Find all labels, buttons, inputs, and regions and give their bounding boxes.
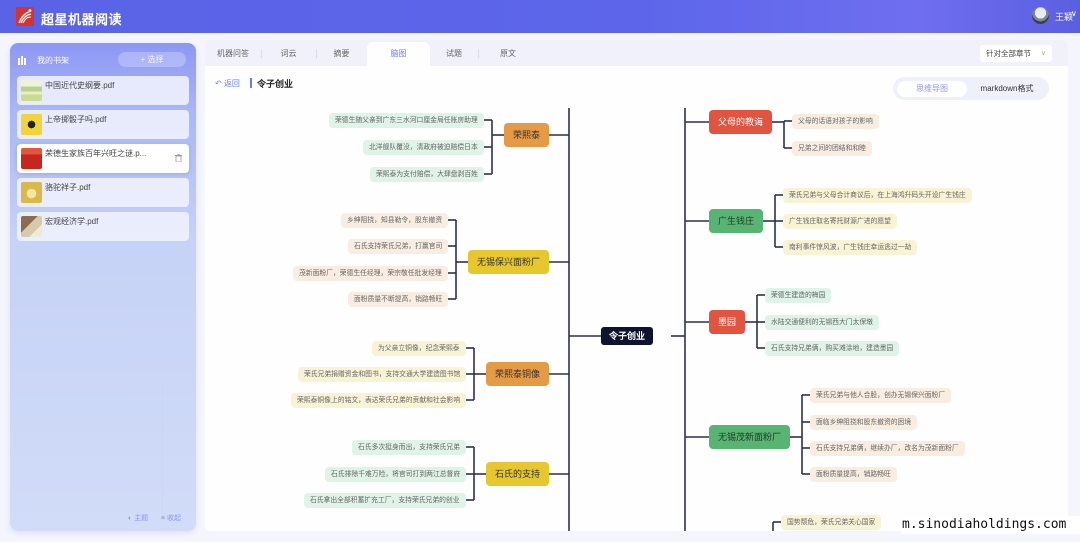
back-arrow-icon: ↶	[215, 79, 222, 88]
branch-node[interactable]: 荣熙泰铜像	[486, 362, 550, 386]
top-bar: 超星机器阅读 王颖 ∨	[0, 0, 1080, 33]
leaf-node[interactable]: 荣氏兄弟与他人合股，创办无锡保兴面粉厂	[810, 387, 952, 403]
leaf-node[interactable]: 水陆交通便利的无锡西大门太保墩	[765, 314, 879, 330]
book-name: 上帝掷骰子吗.pdf	[45, 115, 107, 124]
page-title: 令子创业	[257, 79, 294, 89]
tab-mindmap[interactable]: 脑图	[367, 42, 430, 66]
leaf-node[interactable]: 荣熙泰为支付赔偿，大肆盘剥百姓	[370, 166, 484, 182]
book-cover	[21, 80, 42, 101]
bookshelf-icon	[18, 56, 26, 65]
book-item[interactable]: 骆驼祥子.pdf	[17, 178, 189, 207]
select-button[interactable]: + 选择	[118, 52, 186, 67]
tab-quiz[interactable]: 试题	[446, 49, 462, 58]
book-item[interactable]: 上帝掷骰子吗.pdf	[17, 110, 189, 139]
leaf-node[interactable]: 荣德生建造的梅园	[765, 287, 832, 303]
chevron-down-icon: ∨	[1040, 50, 1046, 57]
app-logo-icon	[16, 7, 34, 26]
view-option-markdown[interactable]: markdown格式	[980, 84, 1034, 93]
tab-wordcloud[interactable]: 词云	[280, 49, 297, 58]
mindmap-canvas[interactable]: 令子创业 荣熙泰 荣德生随父亲到广东三水河口厘金局任账房助理北洋舰队覆没，清政府被迫…	[205, 100, 1068, 531]
leaf-node[interactable]: 乡绅阻挠，知县勒令，股东撤资	[341, 212, 449, 228]
leaf-node[interactable]: 面粉质量提高，销路畅旺	[810, 466, 897, 482]
leaf-node[interactable]: 兄弟之间的团结和和睦	[792, 140, 872, 156]
book-cover	[21, 114, 42, 135]
bookshelf-heading: 我的书架	[37, 56, 69, 65]
tab-separator	[261, 49, 262, 58]
book-cover	[21, 148, 42, 169]
branch-node[interactable]: 荣熙泰	[504, 123, 550, 147]
book-item[interactable]: 中国近代史纲要.pdf	[17, 76, 189, 105]
mindmap-connectors	[448, 108, 810, 531]
theme-label: 主题	[134, 515, 149, 522]
leaf-node[interactable]: 石氏拿出全部积蓄扩充工厂，支持荣氏兄弟的创业	[304, 492, 466, 508]
leaf-node[interactable]: 荣德生随父亲到广东三水河口厘金局任账房助理	[329, 112, 484, 128]
leaf-node[interactable]: 石氏排除千难万险，将官司打到两江总督府	[325, 466, 467, 482]
back-label: 返回	[223, 79, 240, 88]
tab-original[interactable]: 原文	[500, 49, 516, 58]
menu-icon: ≡	[161, 515, 166, 522]
book-name: 宏观经济学.pdf	[45, 217, 99, 226]
tab-summary[interactable]: 摘要	[333, 49, 350, 58]
leaf-node[interactable]: 为父亲立铜像，纪念荣熙泰	[372, 340, 466, 356]
tab-bar	[205, 40, 1068, 66]
leaf-node[interactable]: 荣熙泰铜像上的铭文，表达荣氏兄弟的贡献和社会影响	[291, 392, 467, 408]
leaf-node[interactable]: 南利事件惊风波，广生钱庄幸运逃过一劫	[783, 239, 918, 255]
chapter-select-value: 针对全部章节	[986, 49, 1031, 58]
tab-qa[interactable]: 机器问答	[217, 49, 249, 58]
book-name: 荣德生家族百年兴旺之谜.p...	[45, 149, 147, 158]
back-button[interactable]: ↶ 返回	[215, 78, 240, 89]
leaf-node[interactable]: 面粉质量不断提高，销路畅旺	[348, 291, 449, 307]
leaf-node[interactable]: 荣氏兄弟与父母合计商议后，在上海鸿升码头开设广生钱庄	[783, 187, 972, 203]
app-title: 超星机器阅读	[41, 12, 123, 27]
branch-node[interactable]: 石氏的支持	[486, 462, 550, 486]
book-cover	[21, 182, 42, 203]
branch-node[interactable]: 父母的教诲	[709, 110, 773, 134]
leaf-node[interactable]: 茂新面粉厂，荣德生任经理，荣宗敬任批发经理	[293, 265, 448, 281]
branch-node[interactable]: 无锡保兴面粉厂	[468, 250, 550, 274]
book-item[interactable]: 荣德生家族百年兴旺之谜.p...	[17, 144, 189, 173]
book-name: 骆驼祥子.pdf	[45, 183, 91, 192]
chevron-down-icon[interactable]: ∨	[1071, 9, 1077, 18]
leaf-node[interactable]: 父母的话语对孩子的影响	[792, 113, 879, 129]
leaf-node[interactable]: 北洋舰队覆没，清政府被迫赔偿日本	[363, 139, 484, 155]
tab-separator	[478, 49, 479, 58]
sidebar-scrollbar[interactable]	[162, 380, 163, 520]
trash-icon[interactable]	[175, 154, 182, 162]
title-accent-bar	[250, 78, 252, 88]
book-item[interactable]: 宏观经济学.pdf	[17, 212, 189, 241]
leaf-node[interactable]: 石氏支持兄弟俩，继续办厂，改名为茂新面粉厂	[810, 440, 965, 456]
user-avatar[interactable]	[1032, 7, 1049, 24]
theme-icon: ◐	[128, 515, 133, 522]
leaf-node[interactable]: 国势颓危，荣氏兄弟关心国家	[781, 514, 882, 530]
collapse-button[interactable]: ≡ 收起	[161, 513, 181, 523]
leaf-node[interactable]: 荣氏兄弟捐赠资金和图书，支持交通大学建造图书馆	[298, 366, 467, 382]
user-name[interactable]: 王颖	[1055, 12, 1074, 22]
book-name: 中国近代史纲要.pdf	[45, 81, 115, 90]
view-option-mindmap[interactable]: 思维导图	[897, 81, 967, 97]
chapter-select[interactable]: 针对全部章节 ∨	[980, 45, 1052, 62]
branch-node[interactable]: 墨园	[709, 310, 746, 334]
leaf-node[interactable]: 石氏支持荣氏兄弟，打赢官司	[348, 238, 449, 254]
mindmap-root-node[interactable]: 令子创业	[601, 327, 654, 345]
theme-button[interactable]: ◐ 主题	[128, 513, 148, 523]
tab-separator	[316, 49, 317, 58]
watermark-text: m.sinodiaholdings.com	[901, 516, 1080, 534]
branch-node[interactable]: 无锡茂新面粉厂	[709, 425, 791, 449]
leaf-node[interactable]: 石氏支持兄弟俩，购买滩涂地，建造墨园	[765, 340, 900, 356]
book-cover	[21, 216, 42, 237]
leaf-node[interactable]: 广生钱庄取名寄托财源广进的愿望	[783, 213, 897, 229]
collapse-label: 收起	[167, 515, 182, 522]
branch-node[interactable]: 广生钱庄	[709, 209, 764, 233]
leaf-node[interactable]: 面临乡绅阻挠和股东撤资的困境	[810, 414, 918, 430]
leaf-node[interactable]: 石氏多次挺身而出，支持荣氏兄弟	[352, 439, 466, 455]
